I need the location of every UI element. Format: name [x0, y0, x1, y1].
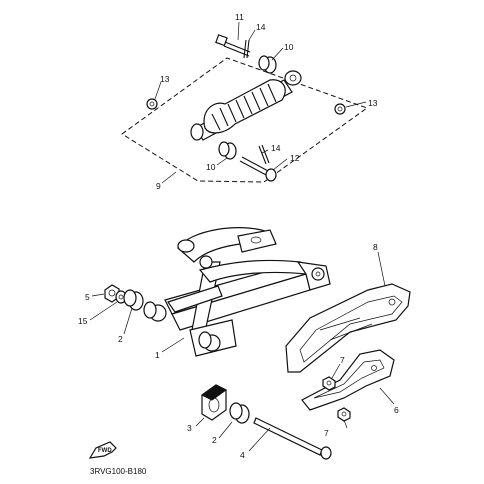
callout-12: 12	[290, 153, 300, 163]
callout-11: 11	[235, 12, 244, 22]
pivot-bushing-upper	[143, 301, 167, 322]
callout-15: 15	[78, 316, 88, 326]
callout-10-lower: 10	[206, 162, 216, 172]
upper-collar	[258, 55, 277, 74]
washer-left	[146, 98, 158, 110]
chain-guide-bolt	[337, 407, 351, 422]
shock-absorber-body	[190, 70, 302, 141]
bushing	[201, 384, 227, 421]
washer-right	[334, 103, 346, 115]
forward-direction-icon: FWD	[88, 441, 117, 459]
lower-collar	[218, 141, 237, 160]
leader-lines	[89, 21, 395, 452]
fwd-label: FWD	[98, 448, 112, 454]
pivot-bushing-lower	[198, 331, 221, 352]
callout-14-lower: 14	[271, 143, 281, 153]
callouts: 11 14 10 13 13 10 14 12 9 8 5 15 2 1 7 6…	[78, 12, 399, 460]
chain-guide	[301, 349, 395, 411]
callout-9: 9	[156, 181, 161, 191]
left-collar	[123, 289, 144, 311]
lower-collar-2	[229, 402, 250, 424]
callout-13-left: 13	[160, 74, 170, 84]
swing-arm	[164, 227, 331, 357]
chain-case-bolt	[322, 376, 336, 391]
callout-3: 3	[187, 423, 192, 433]
callout-10-upper: 10	[284, 42, 294, 52]
callout-5: 5	[85, 292, 90, 302]
callout-13-right: 13	[368, 98, 378, 108]
callout-4: 4	[240, 450, 245, 460]
callout-1: 1	[155, 350, 160, 360]
chain-case	[285, 283, 411, 373]
upper-cotter-pin	[243, 39, 250, 59]
callout-7-lower: 7	[324, 428, 329, 438]
lower-bolt	[239, 156, 277, 182]
drawing-code: 3RVG100-B180	[90, 467, 147, 476]
callout-2-upper: 2	[118, 334, 123, 344]
assembly-boundary-dashed	[121, 57, 369, 183]
callout-6: 6	[394, 405, 399, 415]
callout-2-lower: 2	[212, 435, 217, 445]
pivot-shaft	[253, 417, 332, 460]
lower-cotter-pin	[258, 144, 270, 165]
shock-absorber-assembly	[121, 34, 369, 183]
callout-14-upper: 14	[256, 22, 266, 32]
callout-7-upper: 7	[340, 355, 345, 365]
callout-8: 8	[373, 242, 378, 252]
